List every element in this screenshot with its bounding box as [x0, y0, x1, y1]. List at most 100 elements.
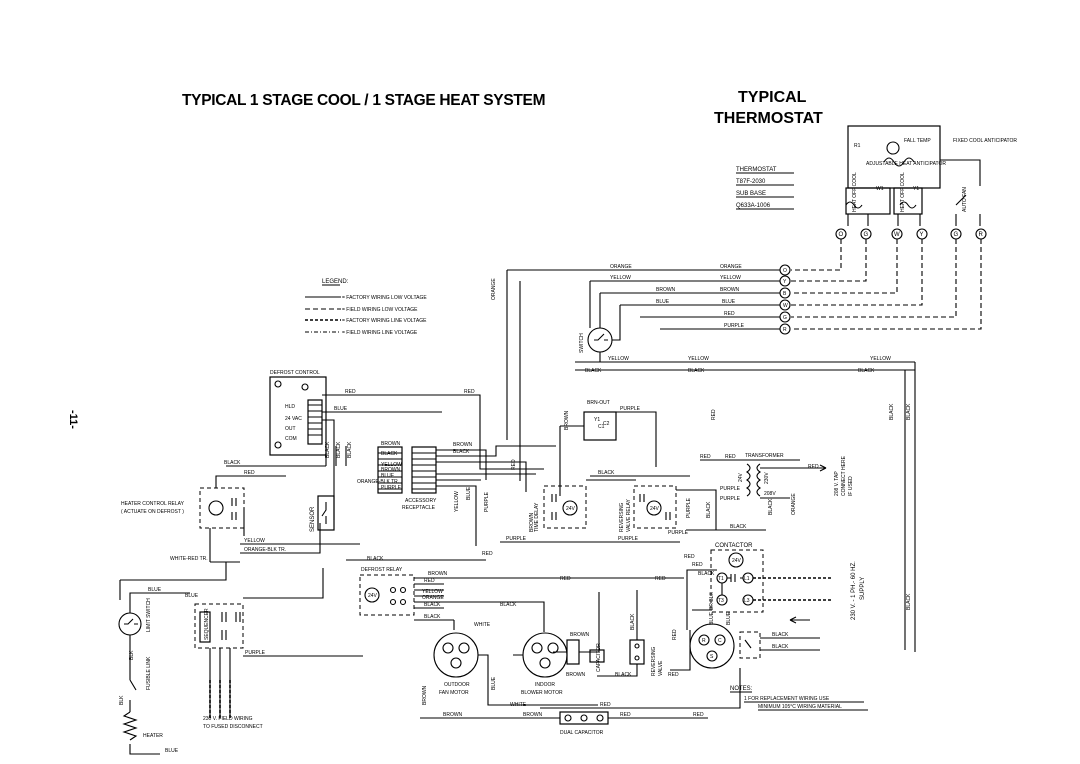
switch: SWITCH	[579, 281, 621, 362]
thermostat-terminal-g1: G	[864, 232, 869, 238]
defrost-relay-24v: 24V	[368, 593, 378, 599]
thermostat-terminal-row: O G W Y G R	[835, 228, 987, 240]
wire-label-blk-1: BLK	[129, 650, 135, 660]
thermostat-note-4: Q633A-1006	[736, 203, 771, 209]
wire-label-orange-tf: ORANGE	[791, 493, 797, 515]
wire-label-black-tr: BLACK	[598, 470, 615, 476]
wire-label-orange-dr: ORANGE	[422, 595, 444, 601]
wire-label-red-v2: RED	[511, 459, 517, 470]
thermostat-r1-label: R1	[854, 143, 861, 149]
wire-label-red-dr2: RED	[482, 551, 493, 557]
thermostat-model-notes: THERMOSTAT T87F-2030 SUB BASE Q633A-1006	[736, 167, 794, 210]
receptacle-wire-4: BROWN	[381, 467, 401, 473]
thermostat-terminal-w: W	[894, 232, 900, 238]
wire-label-purple-tr3: PURPLE	[506, 536, 527, 542]
wire-label-yellow-1: YELLOW	[608, 356, 629, 362]
mercury-bulb-icon	[886, 141, 900, 155]
adjustable-heat-anticipator-label: ADJUSTABLE HEAT ANTICIPATOR	[866, 161, 946, 167]
heater-relay-coil-icon	[208, 500, 224, 516]
wire-label-red-dcap: RED	[620, 712, 631, 718]
brn-out-label: BRN-OUT	[587, 400, 610, 406]
defrost-pin-out: OUT	[285, 426, 296, 432]
wire-label-blue-ha1: BLUE	[148, 587, 162, 593]
wire-label-yellow-top: YELLOW	[610, 275, 631, 281]
thermostat-title-line1: TYPICAL	[738, 89, 807, 106]
heater-assembly: LIMIT SWITCH BLK FUSIBLE LINK BLK HEATER…	[118, 562, 363, 755]
strip-wire-blue: BLUE	[722, 299, 736, 305]
reversing-relay-24v: 24V	[650, 506, 660, 512]
wire-label-orange-vertical: ORANGE	[491, 278, 497, 300]
defrost-pin-hld: HLD	[285, 404, 295, 410]
auto-fan-label: AUTO FAN	[962, 187, 968, 212]
strip-wire-red: RED	[724, 311, 735, 317]
legend-item-2: = FIELD WIRING LOW VOLTAGE	[342, 307, 418, 313]
wire-label-black-tf: BLACK	[768, 498, 774, 515]
wire-label-blue-ha2: BLUE	[185, 593, 199, 599]
wire-label-purple-ha: PURPLE	[245, 650, 266, 656]
thermostat-fall-temp-label: FALL TEMP	[904, 138, 931, 144]
sensor-label: SENSOR	[310, 506, 316, 532]
wire-label-red-hcr: RED	[244, 470, 255, 476]
wire-label-blue-or-blk: BLUE OR BLK	[709, 592, 715, 625]
sequencer-label: SEQUENCER	[204, 608, 210, 640]
wire-label-black-dr3: BLACK	[367, 556, 384, 562]
dual-capacitor-label: DUAL CAPACITOR	[560, 730, 604, 736]
wire-label-blue-ha3: BLUE	[165, 748, 179, 754]
wire-label-purple-ar: PURPLE	[484, 491, 490, 512]
notes-title: NOTES:	[730, 686, 753, 692]
wire-label-brown-ib2: BROWN	[566, 672, 586, 678]
legend-item-3: = FACTORY WIRING LINE VOLTAGE	[342, 318, 427, 324]
strip-wire-orange: ORANGE	[720, 264, 742, 270]
capacitor-label: CAPACITOR	[596, 643, 602, 672]
wire-label-yellow-hcr: YELLOW	[244, 538, 265, 544]
wire-label-red-ib3: RED	[672, 629, 678, 640]
reversing-valve-relay: 24V REVERSING VALVE RELAY	[619, 485, 677, 532]
wire-label-black-dc3: BLACK	[347, 441, 353, 458]
receptacle-wire-1: BROWN	[381, 441, 401, 447]
reversing-valve-relay-label-2: VALVE RELAY	[626, 499, 632, 532]
wire-label-black-ib: BLACK	[630, 613, 636, 630]
wire-label-black-cp2: BLACK	[772, 644, 789, 650]
indoor-blower-motor-label-2: BLOWER MOTOR	[521, 690, 563, 696]
c1-label: C1	[598, 424, 605, 430]
wire-label-black-tr3: BLACK	[706, 501, 712, 518]
wire-label-blue-ib: BLUE	[491, 676, 497, 690]
wire-label-brown-v1: BROWN	[564, 410, 570, 430]
contactor: CONTACTOR 24V T1 L1 T3 L3 230 V. - 1 PH.…	[684, 543, 866, 630]
receptacle-wire-6: ORANGE-BLK TR.	[357, 479, 399, 485]
transformer-24v: 24V	[738, 472, 744, 482]
strip-terminal-g: G	[783, 315, 787, 321]
supply-label-1: 230 V. - 1 PH.- 60 HZ.	[851, 561, 857, 620]
wire-label-black-ct: BLACK	[698, 571, 715, 577]
wire-label-black-3: BLACK	[858, 368, 875, 374]
indoor-blower-motor: INDOOR BLOWER MOTOR BROWN BROWN WHITE RE…	[478, 592, 741, 709]
thermostat-terminal-g2: G	[954, 232, 959, 238]
reversing-valve-label-1: REVERSING	[651, 646, 657, 676]
wire-label-blk-2: BLK	[119, 695, 125, 705]
thermostat-terminal-o: O	[839, 232, 844, 238]
defrost-control: DEFROST CONTROL HLD 24 VAC OUT COM RED R…	[224, 370, 481, 520]
notes-item-1: 1 FOR REPLACEMENT WIRING USE	[744, 696, 830, 702]
contactor-coil-icon	[728, 552, 744, 568]
defrost-relay: DEFROST RELAY 24V BROWN RED YELLOW ORANG…	[346, 551, 684, 632]
defrost-pin-24vac: 24 VAC	[285, 416, 302, 422]
wire-label-red-dc2: RED	[464, 389, 475, 395]
upper-wiring: YELLOW BLACK YELLOW BLACK YELLOW BLACK B…	[506, 270, 916, 652]
wire-label-red-dcap2: RED	[693, 712, 704, 718]
relay-wiring: BLACK PURPLE PURPLE BLACK PURPLE PURPLE …	[479, 455, 800, 543]
compressor-s: S	[710, 654, 714, 660]
heat-off-cool-label-2: HEAT OFF COOL	[900, 172, 906, 212]
thermostat-note-1: THERMOSTAT	[736, 167, 777, 173]
capacitor: CAPACITOR	[589, 643, 605, 672]
brn-out-terminals: BRN-OUT C1 C2 Y1 PURPLE BROWN RED RED	[511, 400, 717, 496]
receptacle-wire-7: PURPLE	[381, 485, 402, 491]
defrost-pin-com: COM	[285, 436, 297, 442]
receptacle-wire-5: BLUE	[381, 473, 395, 479]
transformer-208v: 208V	[764, 491, 776, 497]
c2-label: C2	[603, 421, 610, 427]
defrost-relay-coil-icon	[364, 587, 380, 603]
wire-label-orange-top: ORANGE	[610, 264, 632, 270]
transformer-coil-icon	[746, 463, 761, 497]
transformer-tap-1: 208 V. TAP	[834, 471, 840, 496]
